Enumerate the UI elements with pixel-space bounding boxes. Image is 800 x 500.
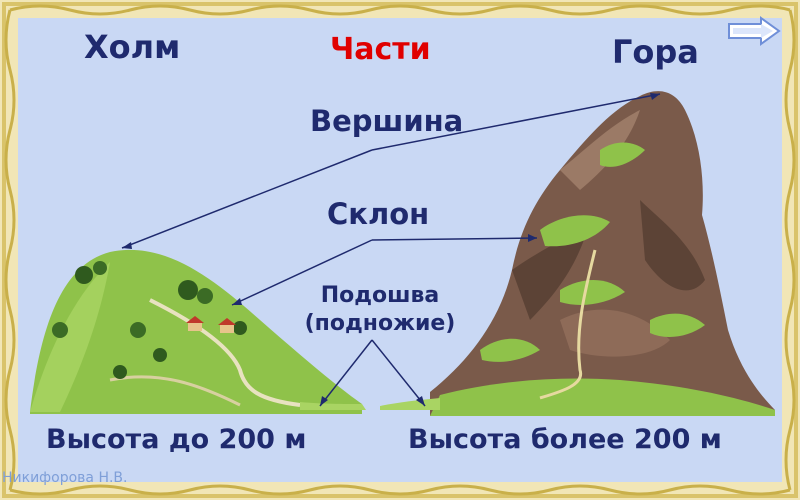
peak-label: Вершина [310,104,464,138]
arrow-right-icon [728,16,781,46]
mountain-height-caption: Высота более 200 м [408,424,722,455]
pointer-lines [121,93,661,407]
mountain-illustration [430,91,775,416]
foot-label-line1: Подошва [320,283,440,308]
mountain-title: Гора [612,33,699,71]
next-slide-button[interactable] [727,16,781,46]
hill-illustration [30,249,362,414]
hill-title: Холм [84,28,181,66]
hill-height-caption: Высота до 200 м [46,424,307,455]
slope-label: Склон [327,197,430,231]
foot-label: Подошва (подножие) [290,282,470,338]
parts-title: Части [330,32,431,67]
author-credit: Никифорова Н.В. [2,470,128,486]
pointer-arrowheads [122,93,660,406]
foot-label-line2: (подножие) [304,311,456,336]
